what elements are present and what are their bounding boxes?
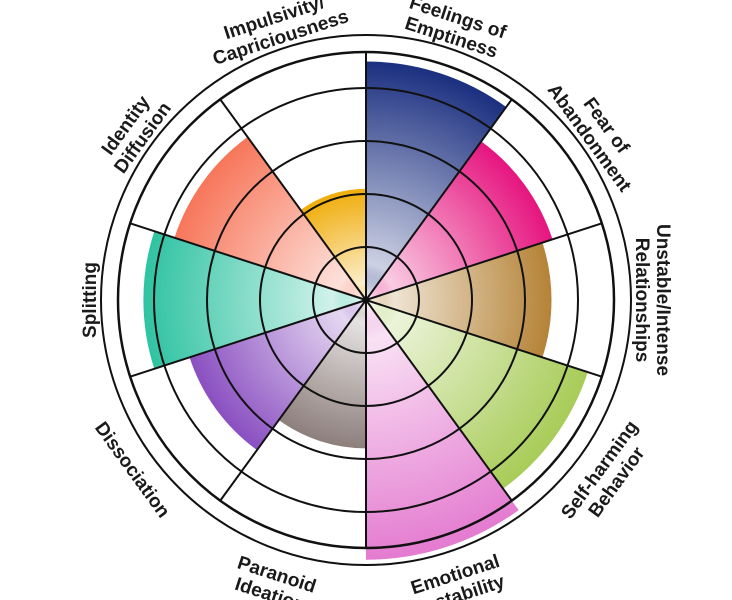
grid-spoke (219, 299, 367, 502)
segment-identity-diffusion (174, 137, 366, 300)
segment-dissociation (189, 300, 366, 451)
grid-spoke (129, 299, 367, 378)
grid-spoke (219, 98, 367, 301)
segment-fear-of-abandonment (366, 141, 553, 300)
segment-self-harming-behavior (366, 300, 588, 489)
segment-paranoid-ideation (278, 300, 366, 449)
chart-grid (100, 34, 632, 566)
grid-spoke (129, 222, 367, 301)
chart-segments (143, 61, 588, 560)
grid-spoke (365, 222, 603, 301)
grid-spoke (365, 299, 513, 502)
label-unstable-intense-relationships-line-2: Relationships (631, 238, 652, 363)
segment-emotional-instability (366, 300, 519, 560)
label-dissociation-line-1: Dissociation (90, 418, 173, 522)
label-splitting-line-1: Splitting (80, 262, 101, 338)
label-unstable-intense-relationships-line-1: Unstable/Intense (652, 224, 673, 376)
segment-splitting (143, 231, 366, 369)
grid-spoke (365, 299, 603, 378)
segment-impulsivity-capriciousness (300, 188, 366, 300)
segment-feelings-of-emptiness (366, 61, 507, 300)
grid-ring (100, 34, 632, 566)
segment-unstable-intense-relationships (366, 242, 552, 358)
grid-spoke (365, 98, 513, 301)
